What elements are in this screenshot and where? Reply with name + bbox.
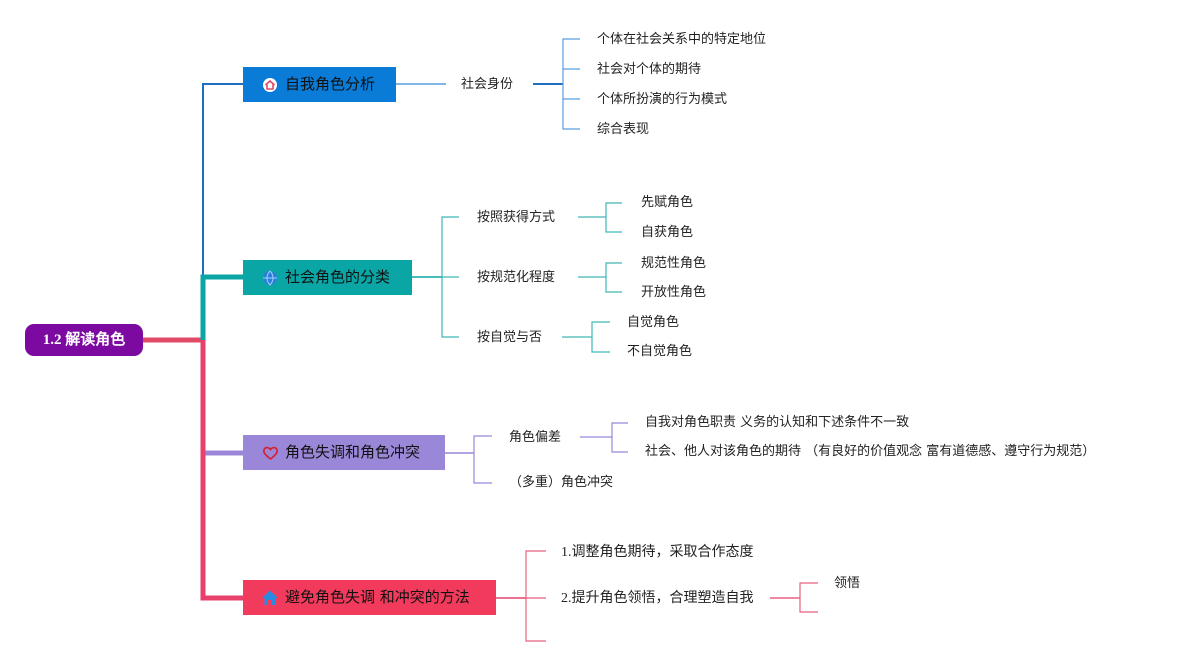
leaf[interactable]: 自觉角色 [627, 315, 680, 330]
branch-label: 角色失调和角色冲突 [285, 443, 421, 461]
topic-role-deviation[interactable]: 角色偏差 [509, 430, 562, 445]
topic-by-awareness[interactable]: 按自觉与否 [477, 330, 543, 345]
leaf-comprehension[interactable]: 领悟 [834, 576, 861, 591]
leaf[interactable]: 个体在社会关系中的特定地位 [597, 32, 767, 47]
leaf[interactable]: 不自觉角色 [627, 344, 693, 359]
leaf[interactable]: 先赋角色 [641, 195, 694, 210]
leaf[interactable]: 开放性角色 [641, 285, 707, 300]
connector-branch-1 [202, 83, 243, 340]
leaf[interactable]: 规范性角色 [641, 256, 707, 271]
topic-by-acquisition[interactable]: 按照获得方式 [477, 210, 556, 225]
branch-label: 避免角色失调 和冲突的方法 [285, 588, 470, 606]
heart-icon [261, 444, 279, 462]
branch-label: 社会角色的分类 [285, 268, 391, 286]
leaf[interactable]: 自获角色 [641, 225, 694, 240]
branch-role-maladjustment[interactable]: 角色失调和角色冲突 [243, 435, 445, 470]
house-icon [261, 589, 279, 607]
globe-icon [261, 269, 279, 287]
leaf[interactable]: 社会、他人对该角色的期待 （有良好的价值观念 富有道德感、遵守行为规范） [645, 444, 1096, 459]
leaf[interactable]: 综合表现 [597, 122, 650, 137]
topic-improve-comprehension[interactable]: 2.提升角色领悟，合理塑造自我 [561, 591, 754, 606]
root-topic[interactable]: 1.2 解读角色 [25, 324, 143, 356]
connector-branch-3 [200, 340, 243, 456]
branch-self-role-analysis[interactable]: 自我角色分析 [243, 67, 396, 102]
connector-branch-4 [200, 340, 243, 601]
home-icon [261, 76, 279, 94]
topic-social-identity[interactable]: 社会身份 [461, 77, 514, 92]
branch-social-role-classification[interactable]: 社会角色的分类 [243, 260, 412, 295]
leaf[interactable]: 社会对个体的期待 [597, 62, 702, 77]
branch-label: 自我角色分析 [285, 75, 376, 93]
leaf[interactable]: 个体所扮演的行为模式 [597, 92, 728, 107]
topic-multiple-role-conflict[interactable]: （多重）角色冲突 [509, 475, 614, 490]
topic-adjust-expectation[interactable]: 1.调整角色期待，采取合作态度 [561, 545, 754, 560]
branch-avoidance-methods[interactable]: 避免角色失调 和冲突的方法 [243, 580, 496, 615]
topic-by-normalization[interactable]: 按规范化程度 [477, 270, 556, 285]
root-label: 1.2 解读角色 [42, 331, 126, 348]
leaf[interactable]: 自我对角色职责 义务的认知和下述条件不一致 [645, 415, 910, 430]
connector-branch-2 [200, 274, 243, 340]
